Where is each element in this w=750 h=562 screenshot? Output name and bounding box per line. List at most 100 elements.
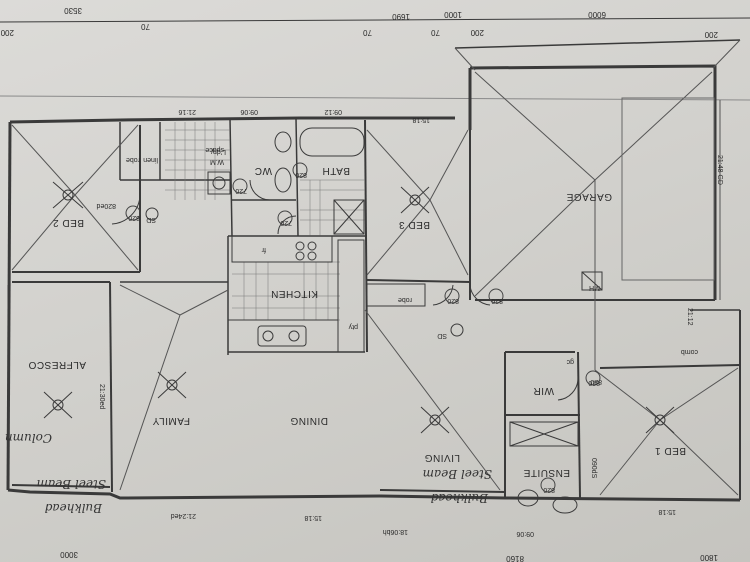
handwritten-column: Column (5, 431, 52, 445)
manhole-label: MH (589, 284, 600, 291)
bath-shower (333, 199, 365, 235)
alfresco-label: ALFRESCO (28, 359, 86, 370)
door-width-label: 820 (588, 379, 600, 386)
ceiling-fan (645, 406, 675, 434)
door-swing (111, 194, 141, 225)
robe-label: robe (126, 156, 140, 163)
ensuite-label: ENSUITE (523, 467, 570, 478)
roof-line (11, 194, 76, 271)
kitchen-bench (231, 235, 333, 263)
ceiling-height-label: 15:18 (304, 514, 322, 521)
wir-label: WIR (533, 385, 554, 396)
dimension-label: 1800 (700, 553, 718, 562)
top-dimension-line (0, 17, 750, 23)
dimension-label: 8160 (506, 554, 524, 562)
ceiling-height-label: 21:16 (178, 108, 196, 115)
ceiling-height-label: 21:30ed (98, 384, 105, 409)
ceiling-height-label: 09:12 (324, 108, 342, 115)
roof-line (11, 124, 76, 196)
cooktop-burner (307, 251, 317, 261)
washing-machine-drum (212, 176, 226, 190)
robe-label: robe (398, 296, 412, 303)
dimension-label: 6000 (588, 10, 606, 19)
room-labels: BED 2 BED 3 GARAGE KITCHEN FAMILY DINING… (28, 165, 686, 478)
alfresco-east-wall (109, 281, 113, 493)
roof-line (594, 71, 713, 181)
smoke-detector-label: SD (146, 216, 156, 223)
garage-roof-edge (454, 39, 741, 49)
roof-line (364, 309, 501, 491)
bottom-dimensions: 3000 8160 1800 (60, 550, 718, 562)
kitchen-island (227, 319, 339, 353)
bed2-label: BED 2 (53, 217, 84, 228)
dimension-label: 200 (470, 28, 484, 37)
roof-line (429, 129, 469, 201)
ensuite-east-wall (577, 351, 581, 499)
cooktop-burner (295, 251, 305, 261)
roof-line (594, 369, 661, 421)
pantry-label: pty (348, 323, 358, 330)
roof-line (712, 39, 741, 69)
cooktop-burner (295, 241, 305, 251)
comb-label: comb (681, 348, 698, 355)
bed3-south-wall (366, 279, 471, 283)
ensuite-toilet (517, 489, 539, 507)
door-width-markers: 820 720 720 820 820 820 820 820 (125, 162, 601, 493)
ceiling-height-label: 090dS (590, 458, 597, 479)
door-width-label: 820 (295, 171, 307, 178)
space-label: space (205, 146, 224, 153)
ensuite-shower (509, 421, 579, 447)
bathtub (299, 127, 365, 157)
door-swing (277, 215, 297, 235)
door-width-label: 820 (128, 214, 140, 221)
ceiling-height-label: 18:06bh (383, 528, 408, 535)
bath-label: BATH (322, 165, 350, 176)
bed1-north-wall (599, 364, 741, 369)
laundry-east-wall (229, 117, 233, 237)
bed3-robe (366, 283, 426, 307)
handwritten-steel-beam: Steel Beam (423, 467, 492, 481)
top-dimensions: 200 70 3530 70 1690 1000 70 200 6000 200 (0, 6, 718, 39)
north-wall (9, 116, 455, 124)
roof-line (74, 124, 139, 196)
door-swing (557, 377, 579, 401)
kitchen-side-bench (337, 239, 365, 353)
ceiling-height-label: 21:48 GD (716, 155, 723, 185)
ceiling-fan (157, 371, 187, 399)
roof-line (599, 419, 661, 496)
kitchen-sink (257, 325, 307, 347)
ceiling-height-label: 820 (590, 378, 602, 385)
ceiling-fan (52, 181, 84, 209)
wc-label: WC (254, 165, 272, 176)
dimension-label: 70 (431, 28, 440, 37)
ceiling-fan (420, 406, 450, 434)
top-reference-line (0, 95, 750, 101)
shower-cross (333, 199, 365, 235)
ceiling-height-label: 09:06 (516, 530, 534, 537)
dimension-label: 3530 (64, 6, 82, 15)
laundry-tiles (165, 122, 230, 200)
ceiling-height-label: 09:06 (240, 108, 258, 115)
south-wall (7, 488, 741, 502)
roof-line (474, 179, 596, 297)
bed1-label: BED 1 (655, 445, 686, 456)
door-swing (249, 179, 271, 201)
dimension-label: 1690 (392, 12, 410, 21)
bed3-west-wall (364, 119, 368, 353)
bed3-label: BED 3 (399, 219, 430, 230)
wc-toilet (274, 167, 292, 193)
roof-line (366, 129, 431, 201)
garage-car-space (621, 97, 715, 281)
door-width-label: 820 (543, 486, 555, 493)
minor-labels: L'dry W.M space linen robe robe pty fr c… (96, 108, 723, 537)
dimension-label: 200 (704, 30, 718, 39)
smoke-detector-icon (450, 323, 464, 337)
door-width-label: 720 (280, 219, 292, 226)
wm-label: W.M (210, 158, 224, 165)
laundry-label: L'dry (211, 148, 226, 155)
dining-label: DINING (290, 415, 328, 426)
roof-line (454, 47, 476, 71)
bulkhead-line (379, 489, 506, 493)
